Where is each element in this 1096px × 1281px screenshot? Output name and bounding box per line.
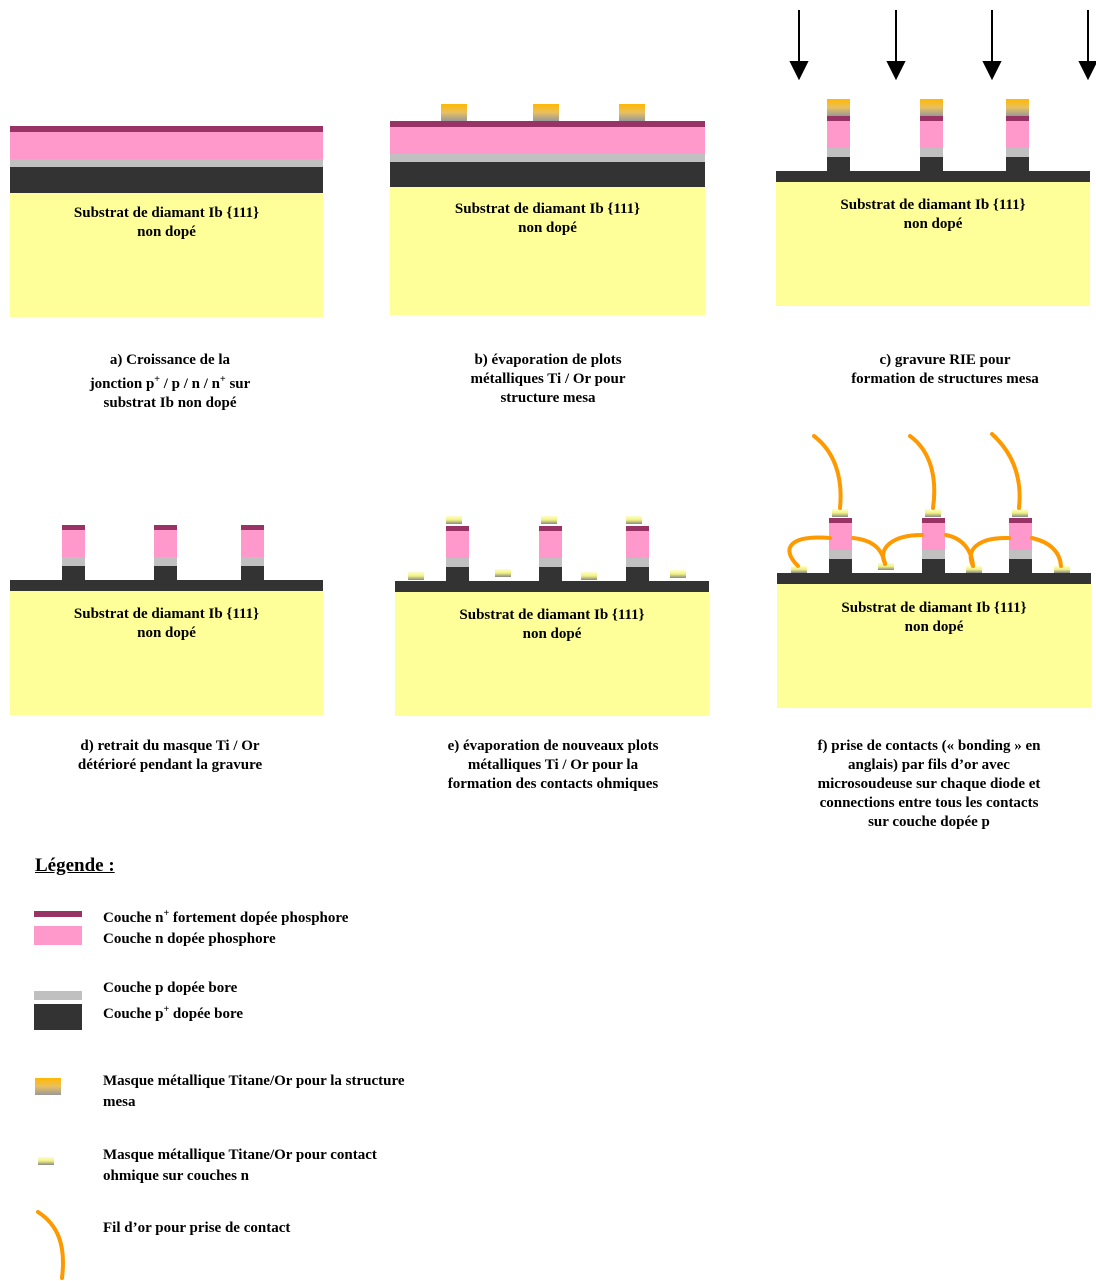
legend-swatches [34,911,82,1280]
wire-swatch [36,1210,65,1280]
ohmic-contact [541,516,557,524]
ohmic-contact [446,516,462,524]
mesa-3 [1009,509,1032,573]
substrate-label-e: Substrat de diamant Ib {111}non dopé [459,607,645,642]
mesa-3 [1006,99,1029,171]
legend-title: Légende : [35,855,115,876]
n-layer [10,132,323,159]
gold-wires [787,432,1063,568]
mesa-1 [62,525,85,580]
ohmic-mask-swatch [38,1157,54,1165]
mesa-mask [533,104,559,121]
pplus-base [10,580,323,591]
mesa-2 [920,99,943,171]
n-layer [390,127,705,154]
ohmic-contact [670,570,686,578]
substrate [10,193,323,317]
mesa-mask [441,104,467,121]
substrate [10,591,323,715]
substrate-label-d: Substrat de diamant Ib {111}non dopé [73,606,260,641]
rie-arrows [789,10,1096,81]
caption-a: a) Croissance de la jonction p+ / p / n … [89,352,251,411]
p-layer [390,154,705,162]
substrate [395,592,709,716]
nplus-swatch [34,911,82,917]
legend-p-pplus: Couche p dopée bore Couche p+ dopée bore [103,980,244,1022]
pplus-base [777,573,1091,584]
legend-nplus-n: Couche n+ fortement dopée phosphore Couc… [103,908,349,947]
substrate [390,187,705,315]
mesa-3 [626,516,649,581]
panel-a [10,126,323,317]
pplus-layer [10,167,323,193]
panel-b [390,104,705,315]
pplus-layer [390,162,705,187]
ohmic-contact [581,572,597,580]
ohmic-contact [791,566,807,573]
legend-mesa-mask: Masque métallique Titane/Or pour la stru… [103,1073,405,1110]
ohmic-contact [1054,566,1070,573]
mesa-3 [241,525,264,580]
nplus-layer [10,126,323,132]
ohmic-contact [832,509,848,517]
mesa-mask-swatch [35,1078,61,1095]
ohmic-contact [1012,509,1028,517]
ohmic-contact [925,509,941,517]
ohmic-contact [966,566,982,573]
substrate-label-c: Substrat de diamant Ib {111}non dopé [840,197,1026,232]
substrate-label-f: Substrat de diamant Ib {111}non dopé [841,600,1027,635]
pplus-base [776,171,1090,182]
p-layer [10,159,323,167]
substrate [776,182,1090,306]
ohmic-contact [408,572,424,580]
nplus-layer [390,121,705,127]
substrate [777,584,1091,708]
pplus-swatch [34,1004,82,1030]
mesa-1 [827,99,850,171]
legend-wire: Fil d’or pour prise de contact [103,1220,291,1236]
ohmic-contact [878,563,894,570]
mesa-2 [154,525,177,580]
n-swatch [34,926,82,945]
mesa-2 [922,509,945,573]
panel-f [777,432,1091,708]
p-swatch [34,991,82,1000]
mesa-1 [446,516,469,581]
pplus-base [395,581,709,592]
ohmic-contact [626,516,642,524]
mesa-2 [539,516,562,581]
mesa-mask [619,104,645,121]
ohmic-contact [495,569,511,577]
panel-c [776,10,1096,306]
substrate-label-a: Substrat de diamant Ib {111}non dopé [73,205,260,240]
panel-d [10,525,323,715]
mesa-1 [829,509,852,573]
substrate-label-b: Substrat de diamant Ib {111}non dopé [454,201,641,236]
panel-e [395,516,709,716]
legend-ohmic-mask: Masque métallique Titane/Or pour contact… [103,1147,377,1184]
